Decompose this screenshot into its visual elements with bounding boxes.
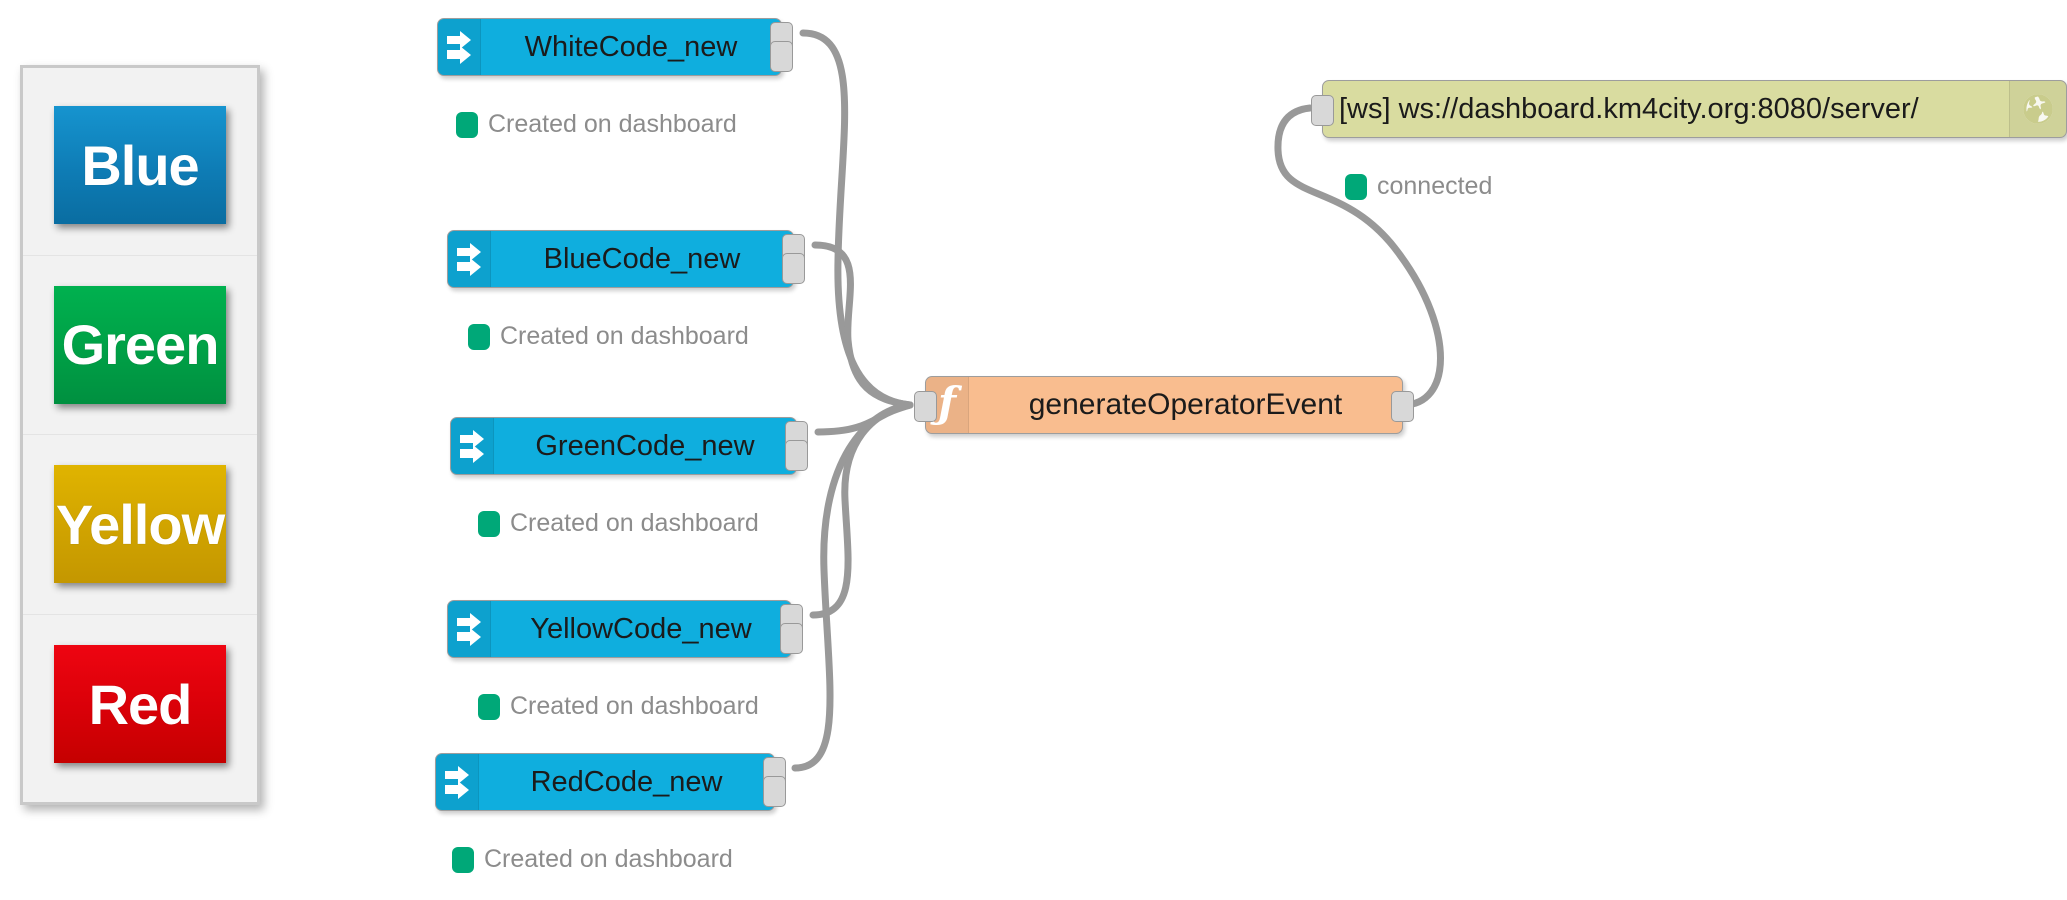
inject-arrow-icon	[448, 231, 491, 287]
inject-node-label: YellowCode_new	[530, 612, 752, 645]
status-text: Created on dashboard	[484, 845, 733, 873]
status-dot-icon	[1345, 173, 1367, 200]
inject-status-yellowcode: Created on dashboard	[478, 692, 759, 721]
wire-greencode-to-function	[814, 401, 914, 436]
input-port[interactable]	[1311, 95, 1334, 126]
status-text: Created on dashboard	[500, 322, 749, 350]
color-button-panel: Blue Green Yellow Red	[20, 65, 260, 805]
inject-node-redcode[interactable]: RedCode_new	[435, 753, 786, 811]
inject-node-label: RedCode_new	[530, 765, 723, 798]
globe-icon	[2009, 81, 2066, 137]
wire-yellowcode-to-function	[809, 401, 914, 619]
status-dot-icon	[478, 693, 500, 720]
output-port-2[interactable]	[770, 41, 793, 72]
inject-arrow-icon	[448, 601, 491, 657]
status-text: Created on dashboard	[510, 692, 759, 720]
inject-node-label: BlueCode_new	[543, 242, 741, 275]
wire-bluecode-to-function	[811, 241, 914, 409]
inject-node-whitecode[interactable]: WhiteCode_new	[437, 18, 793, 76]
output-port[interactable]	[1391, 391, 1414, 422]
websocket-node-label: [ws] ws://dashboard.km4city.org:8080/ser…	[1339, 92, 1919, 125]
red-button[interactable]: Red	[54, 645, 226, 764]
function-node-generateoperatorevent[interactable]: ƒ generateOperatorEvent	[914, 376, 1414, 434]
output-port-2[interactable]	[785, 440, 808, 471]
panel-cell-yellow: Yellow	[23, 435, 257, 615]
inject-status-redcode: Created on dashboard	[452, 845, 733, 874]
inject-node-greencode[interactable]: GreenCode_new	[450, 417, 808, 475]
status-dot-icon	[452, 846, 474, 873]
status-dot-icon	[456, 111, 478, 138]
panel-cell-blue: Blue	[23, 76, 257, 256]
inject-arrow-icon	[436, 754, 479, 810]
yellow-button[interactable]: Yellow	[54, 465, 226, 584]
status-text: Created on dashboard	[488, 110, 737, 138]
blue-button[interactable]: Blue	[54, 106, 226, 225]
inject-node-label: GreenCode_new	[535, 429, 755, 462]
input-port[interactable]	[914, 391, 937, 422]
green-button[interactable]: Green	[54, 285, 226, 404]
websocket-status: connected	[1345, 172, 1492, 201]
inject-arrow-icon	[451, 418, 494, 474]
wire-redcode-to-function	[791, 401, 914, 772]
status-dot-icon	[468, 323, 490, 350]
inject-node-label: WhiteCode_new	[524, 30, 738, 63]
status-dot-icon	[478, 510, 500, 537]
status-text: Created on dashboard	[510, 509, 759, 537]
wire-whitecode-to-function	[799, 29, 914, 409]
inject-node-bluecode[interactable]: BlueCode_new	[447, 230, 805, 288]
function-f-icon: ƒ	[926, 377, 969, 433]
inject-node-yellowcode[interactable]: YellowCode_new	[447, 600, 803, 658]
inject-arrow-icon	[438, 19, 481, 75]
function-node-label: generateOperatorEvent	[1028, 388, 1343, 421]
inject-status-bluecode: Created on dashboard	[468, 322, 749, 351]
output-port-2[interactable]	[763, 776, 786, 807]
panel-cell-green: Green	[23, 256, 257, 435]
websocket-node[interactable]: [ws] ws://dashboard.km4city.org:8080/ser…	[1311, 80, 2067, 138]
status-text: connected	[1377, 172, 1493, 200]
inject-status-greencode: Created on dashboard	[478, 509, 759, 538]
panel-cell-red: Red	[23, 615, 257, 795]
output-port-2[interactable]	[782, 253, 805, 284]
output-port-2[interactable]	[780, 623, 803, 654]
inject-status-whitecode: Created on dashboard	[456, 110, 737, 139]
wire-function-to-websocket	[1274, 104, 1444, 409]
